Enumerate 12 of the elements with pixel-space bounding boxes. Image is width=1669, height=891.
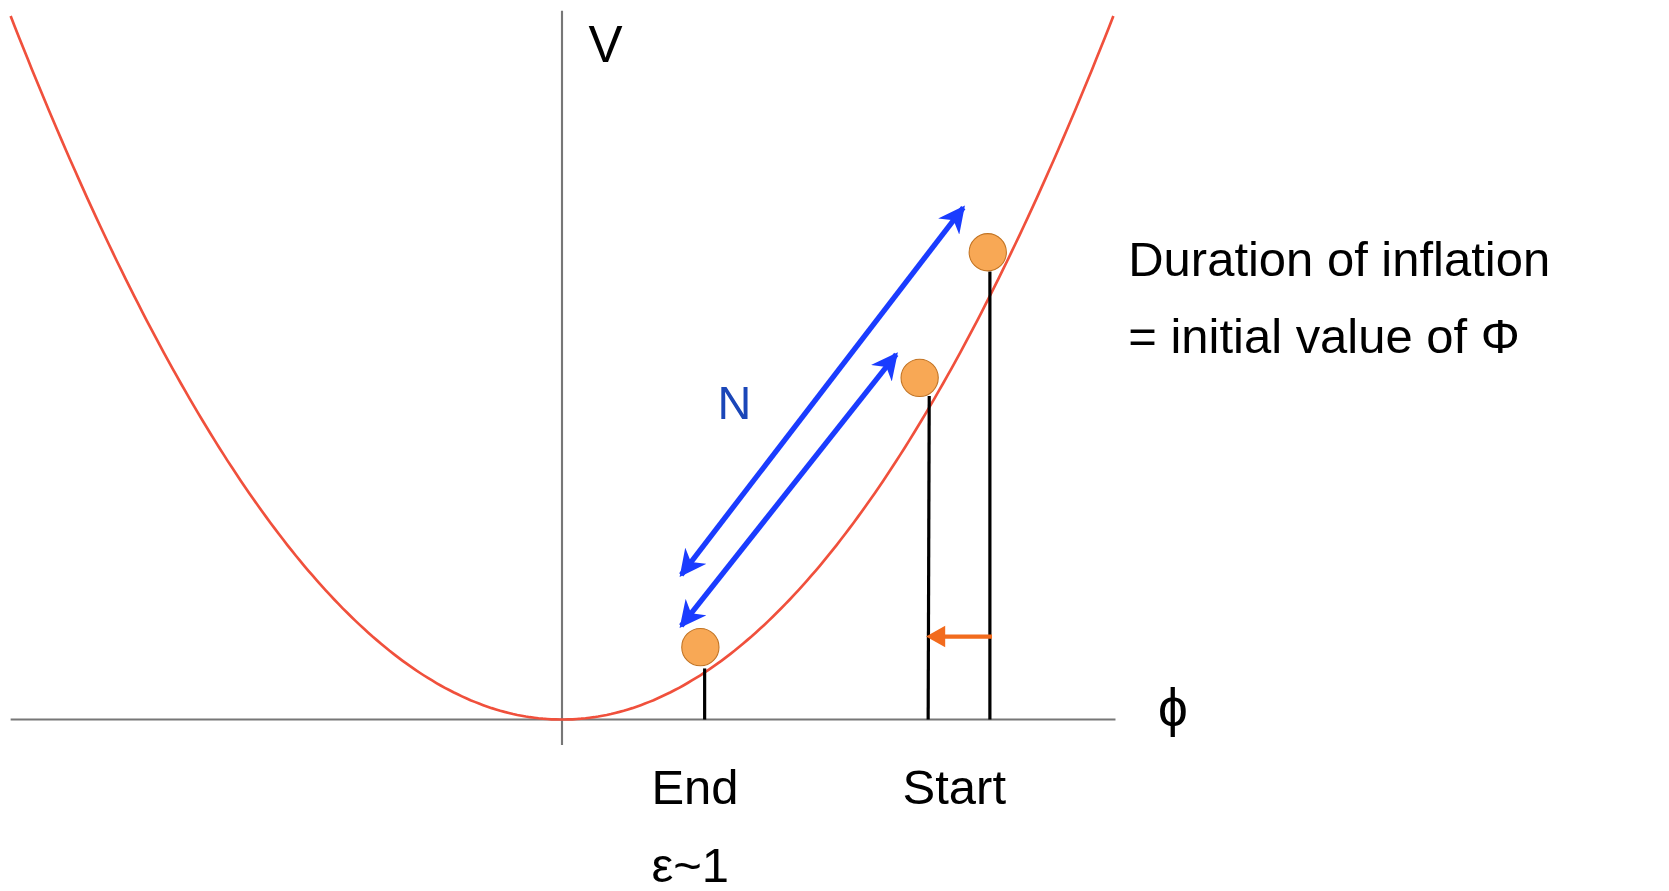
double-arrow <box>679 205 966 577</box>
ball <box>681 628 720 667</box>
axis-label: V <box>588 19 623 71</box>
tick-label: End <box>651 762 739 812</box>
double-arrow <box>679 352 899 628</box>
annotation-text: = initial value of Φ <box>1128 311 1520 361</box>
tick-label: Start <box>902 762 1006 812</box>
ball <box>968 233 1007 272</box>
tick-label: ε~1 <box>651 840 730 890</box>
ball <box>900 358 939 397</box>
axis-label: ϕ <box>1158 681 1188 735</box>
annotation-text: Duration of inflation <box>1128 234 1551 284</box>
